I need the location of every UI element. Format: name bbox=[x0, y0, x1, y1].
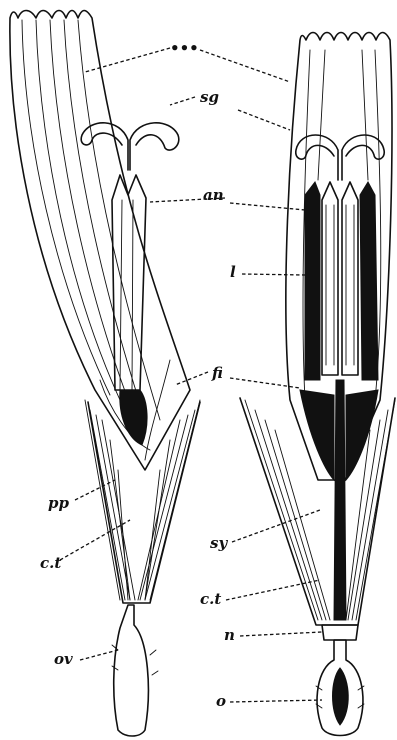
left-anther-tube bbox=[112, 175, 146, 390]
label-sy: sy bbox=[210, 534, 228, 552]
left-corolla bbox=[10, 11, 190, 471]
label-o: o bbox=[216, 692, 226, 710]
right-anthers bbox=[305, 182, 320, 380]
label-ov: ov bbox=[54, 650, 73, 668]
label-an: an bbox=[203, 186, 224, 204]
label-ct-left: c.t bbox=[40, 554, 61, 572]
label-l: l bbox=[230, 263, 236, 281]
leader-lines bbox=[60, 48, 322, 702]
label-sg: sg bbox=[200, 88, 219, 106]
right-floret bbox=[240, 33, 395, 736]
left-ovary bbox=[114, 605, 149, 736]
right-style bbox=[334, 380, 346, 620]
label-n: n bbox=[224, 626, 235, 644]
label-pp: pp bbox=[48, 494, 69, 512]
labels: ••• sg an l fi pp c.t sy c.t n ov o bbox=[40, 39, 236, 710]
label-corolla-mark: ••• bbox=[170, 39, 199, 57]
label-fi: fi bbox=[211, 364, 223, 382]
label-ct-right: c.t bbox=[200, 590, 221, 608]
right-nectary bbox=[322, 625, 358, 640]
right-stigma bbox=[296, 135, 338, 180]
left-floret bbox=[10, 11, 200, 737]
